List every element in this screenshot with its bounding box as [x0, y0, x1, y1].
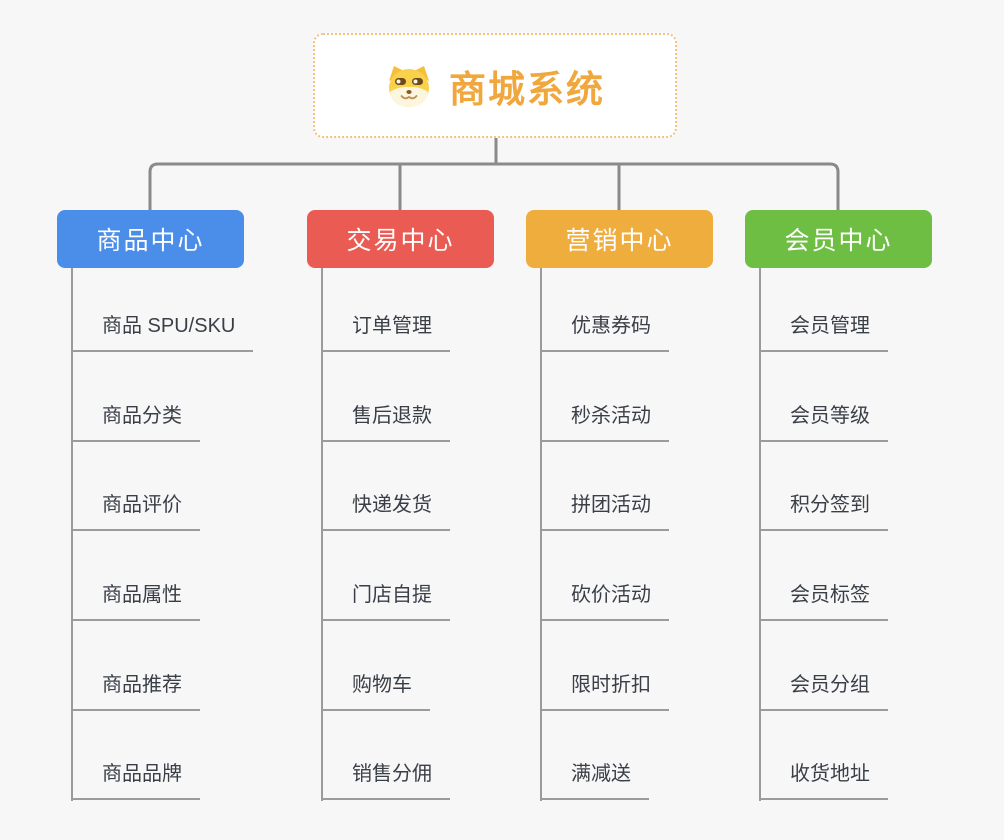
dog-face-icon [385, 64, 433, 108]
branch-node-0[interactable]: 商品中心 [57, 210, 244, 268]
root-node[interactable]: 商城系统 [313, 33, 677, 138]
branch-label: 营销中心 [565, 227, 674, 255]
child-node[interactable]: 商品品牌 [72, 760, 200, 800]
child-node[interactable]: 积分签到 [760, 491, 888, 531]
branch-node-1[interactable]: 交易中心 [307, 210, 494, 268]
child-node[interactable]: 拼团活动 [541, 491, 669, 531]
child-node[interactable]: 商品属性 [72, 581, 200, 621]
branch-label: 会员中心 [784, 227, 893, 255]
child-node[interactable]: 满减送 [541, 760, 649, 800]
child-node[interactable]: 商品 SPU/SKU [72, 312, 254, 352]
child-node[interactable]: 收货地址 [760, 760, 888, 800]
child-node[interactable]: 商品推荐 [72, 671, 200, 711]
child-node[interactable]: 会员标签 [760, 581, 888, 621]
child-node[interactable]: 限时折扣 [541, 671, 669, 711]
branch-label: 商品中心 [96, 227, 205, 255]
child-node[interactable]: 会员分组 [760, 671, 888, 711]
child-node[interactable]: 会员管理 [760, 312, 888, 352]
child-node[interactable]: 销售分佣 [322, 760, 450, 800]
child-node[interactable]: 快递发货 [322, 491, 450, 531]
child-node[interactable]: 优惠券码 [541, 312, 669, 352]
child-node[interactable]: 售后退款 [322, 402, 450, 442]
child-node[interactable]: 门店自提 [322, 581, 450, 621]
child-node[interactable]: 砍价活动 [541, 581, 669, 621]
root-title: 商城系统 [449, 68, 605, 110]
child-node[interactable]: 商品评价 [72, 491, 200, 531]
branch-label: 交易中心 [346, 227, 455, 255]
child-node[interactable]: 秒杀活动 [541, 402, 669, 442]
child-node[interactable]: 购物车 [322, 671, 430, 711]
branch-node-2[interactable]: 营销中心 [526, 210, 713, 268]
child-node[interactable]: 商品分类 [72, 402, 200, 442]
branch-node-3[interactable]: 会员中心 [745, 210, 932, 268]
child-node[interactable]: 订单管理 [322, 312, 450, 352]
child-node[interactable]: 会员等级 [760, 402, 888, 442]
